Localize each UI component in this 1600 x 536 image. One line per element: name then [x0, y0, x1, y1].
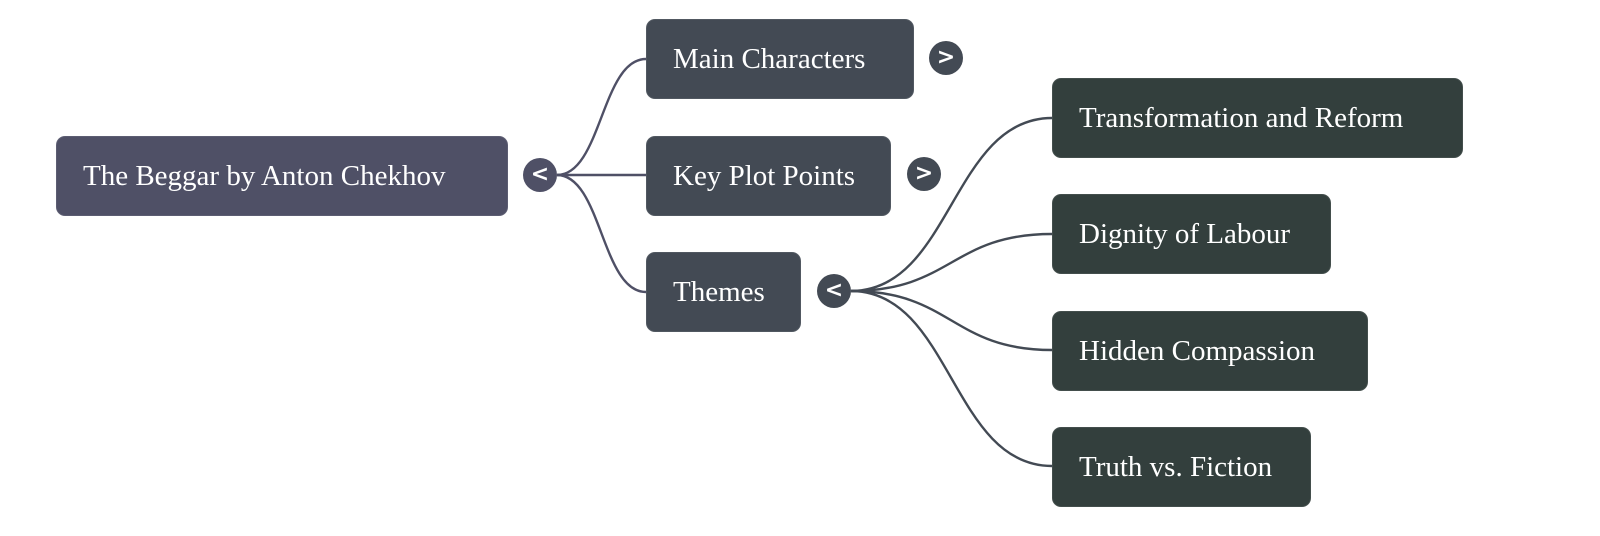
edge-themes-to-truth-vs-fiction: [850, 289, 1053, 468]
node-themes[interactable]: Themes: [646, 252, 801, 332]
collapse-toggle-root[interactable]: <: [523, 158, 557, 192]
node-dignity-of-labour[interactable]: Dignity of Labour: [1052, 194, 1331, 274]
root-node[interactable]: The Beggar by Anton Chekhov: [56, 136, 508, 216]
node-main-characters[interactable]: Main Characters: [646, 19, 914, 99]
edge-root-to-themes: [556, 173, 647, 294]
node-label: Hidden Compassion: [1079, 334, 1316, 367]
collapse-toggle-themes[interactable]: <: [817, 274, 851, 308]
node-label: Themes: [673, 275, 765, 308]
node-hidden-compassion[interactable]: Hidden Compassion: [1052, 311, 1368, 391]
node-truth-vs-fiction[interactable]: Truth vs. Fiction: [1052, 427, 1311, 507]
edge-themes-to-dignity: [850, 232, 1053, 293]
expand-toggle-main-characters[interactable]: >: [929, 41, 963, 75]
chevron-right-icon: >: [936, 45, 956, 70]
chevron-left-icon: <: [824, 278, 844, 303]
expand-toggle-key-plot-points[interactable]: >: [907, 157, 941, 191]
chevron-right-icon: >: [914, 161, 934, 186]
node-label: Key Plot Points: [673, 159, 856, 192]
chevron-left-icon: <: [530, 162, 550, 187]
node-label: Main Characters: [673, 42, 866, 75]
node-label: Dignity of Labour: [1079, 217, 1291, 250]
node-label: Truth vs. Fiction: [1079, 450, 1273, 483]
node-transformation-and-reform[interactable]: Transformation and Reform: [1052, 78, 1463, 158]
node-key-plot-points[interactable]: Key Plot Points: [646, 136, 891, 216]
root-node-label: The Beggar by Anton Chekhov: [83, 159, 446, 192]
node-label: Transformation and Reform: [1079, 101, 1404, 134]
edge-root-to-main-characters: [556, 57, 647, 177]
edge-themes-to-hidden-compassion: [850, 289, 1053, 352]
edge-themes-to-transformation: [850, 116, 1053, 293]
